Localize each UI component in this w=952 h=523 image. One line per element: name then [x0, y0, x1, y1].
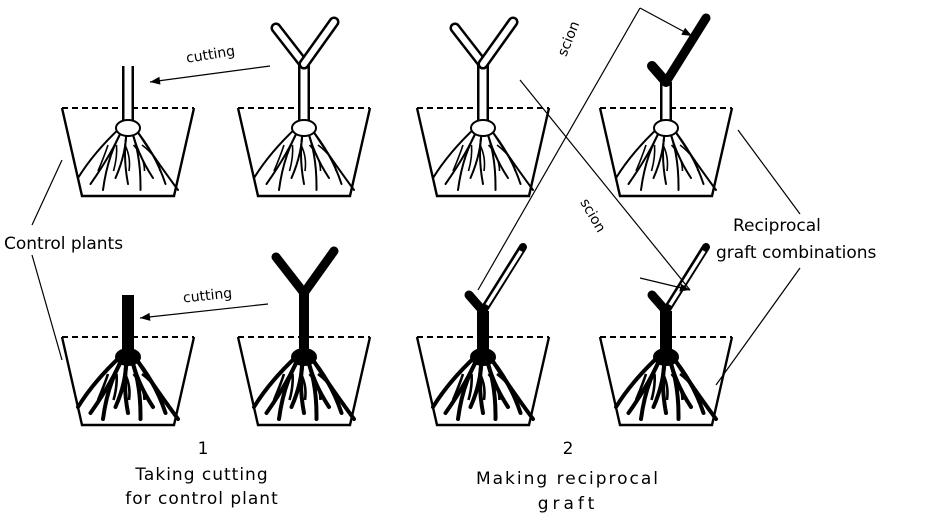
panel-2-caption-line2: graft [508, 494, 628, 514]
cutting-arrow-bottom [140, 304, 268, 321]
scion-arrow-top [640, 8, 692, 36]
plant-control-top [78, 66, 178, 190]
reciprocal-bracket-top [738, 130, 800, 214]
control-bracket-top [32, 160, 62, 225]
plants-layer [78, 18, 716, 419]
plant-graft-top-left [433, 22, 533, 190]
plant-stock-bottom [254, 251, 354, 419]
graft-combinations-label: graft combinations [716, 243, 876, 263]
panel-1-number: 1 [193, 439, 213, 459]
plant-graft-bottom-left [433, 247, 533, 419]
cutting-arrow-top [150, 66, 270, 85]
panel-2-caption-line1: Making reciprocal [460, 469, 676, 489]
panel-1-caption-line2: for control plant [102, 489, 302, 509]
reciprocal-bracket-bottom [716, 268, 800, 385]
panel-1-caption-line1: Taking cutting [112, 465, 292, 485]
plant-control-bottom [78, 295, 178, 419]
plant-graft-bottom-right [616, 247, 716, 419]
reciprocal-label: Reciprocal [733, 216, 821, 236]
control-bracket-bottom [32, 255, 62, 360]
plant-stock-top [254, 22, 354, 190]
panel-2-number: 2 [558, 439, 578, 459]
control-plants-label: Control plants [4, 234, 123, 254]
plant-graft-top-right [616, 18, 716, 190]
